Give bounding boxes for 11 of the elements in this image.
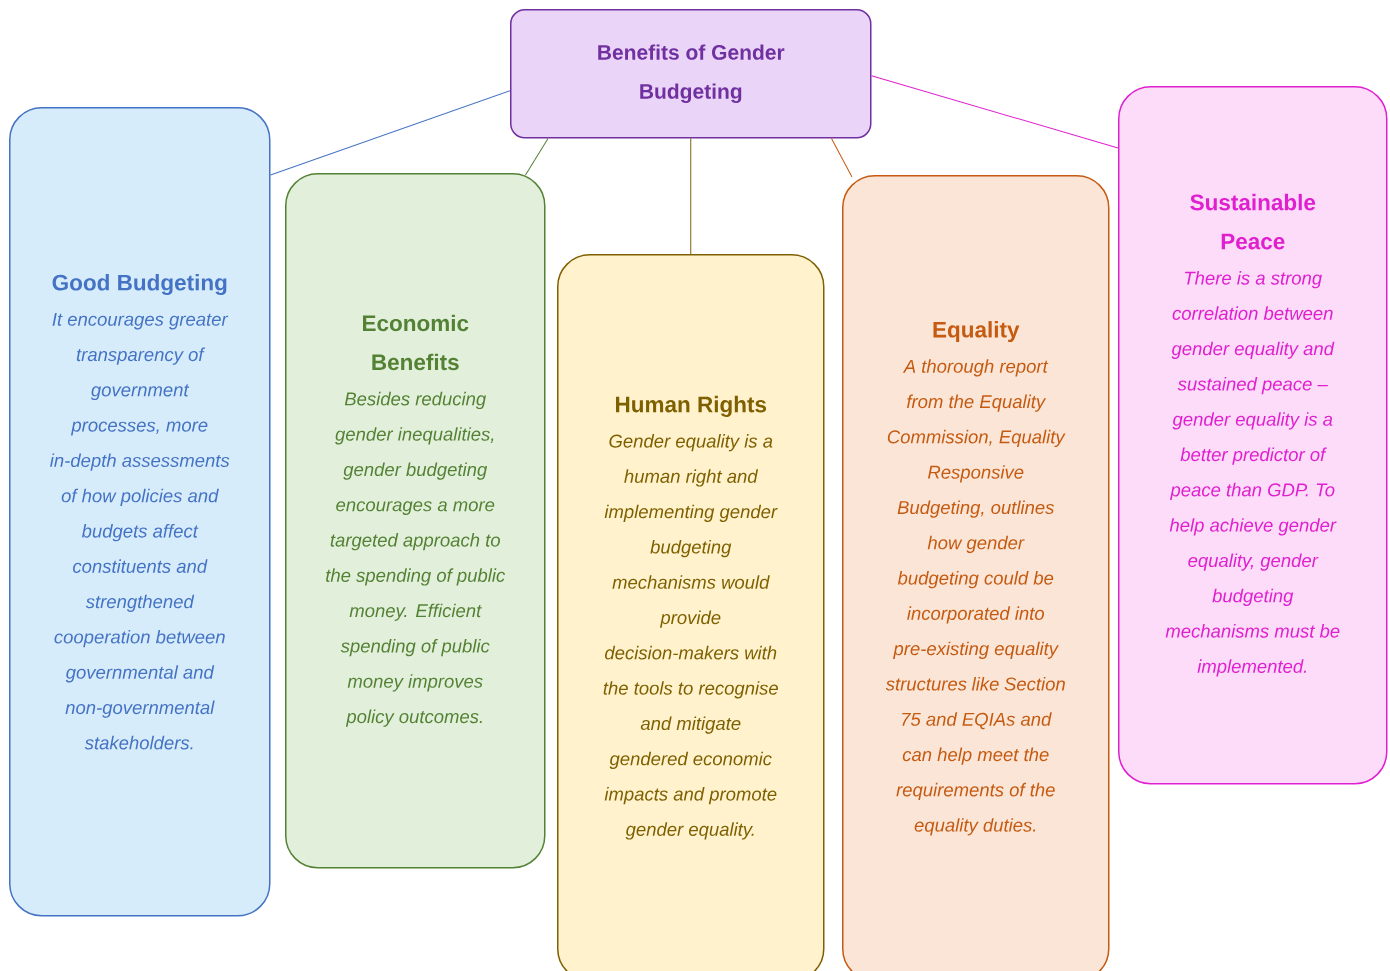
connector-line [690,138,692,255]
topic-box: Sustainable Peace There is a strong correlation between gender equality and sustained peace – gender equality is a better predictor of peace than GDP. To help achieve gender equality, gender budgeting mechanisms must be implemented. [1118,86,1388,785]
topic-box: Human Rights Gender equality is a human right and implementing gender budgeting mechanisms would provide decision-makers with the tools to recognise and mitigate gendered economic impacts and promote gender equality. [557,254,825,971]
connector-line [871,75,1119,149]
topic-box: Equality A thorough report from the Equality Commission, Equality Responsive Budgeting, outlines how gender budgeting could be incorporated into pre-existing equality structures like Section 75 and EQIAs and can help meet the requirements of the equality duties. [842,175,1110,971]
connector-line [525,138,549,176]
title-box: Benefits of Gender Budgeting [510,9,872,139]
topic-box: Economic Benefits Besides reducing gender inequalities, gender budgeting encourages a more targeted approach to the spending of public money. Efficient spending of public money improves policy outcomes. [285,173,546,869]
connector-line [270,90,511,176]
connector-line [831,138,853,178]
topic-box: Good Budgeting It encourages greater transparency of government processes, more in-depth assessments of how policies and budgets affect constituents and strengthened cooperation between governmental and non-governmental stakeholders. [9,107,271,917]
